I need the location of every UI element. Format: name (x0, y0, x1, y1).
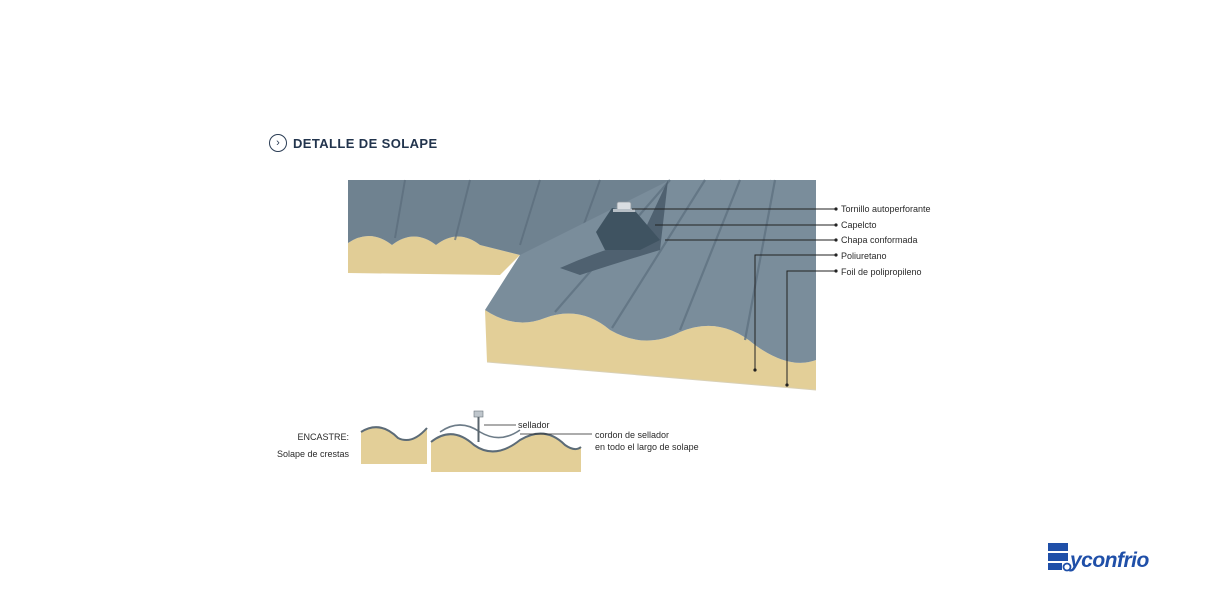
callout-foil: Foil de polipropileno (841, 267, 922, 277)
foam-left (348, 235, 520, 275)
callout-screw: Tornillo autoperforante (841, 204, 931, 214)
overlap-type-label: Solape de crestas (277, 449, 350, 459)
bead-label-1: cordon de sellador (595, 430, 670, 440)
panel-illustration (348, 179, 817, 391)
screw-icon (613, 201, 635, 212)
foam-front (485, 310, 816, 390)
brand-logo-icon (1048, 543, 1072, 572)
encastre-detail (360, 426, 428, 464)
callout-polyurethane: Poliuretano (841, 251, 887, 261)
section-title: DETALLE DE SOLAPE (293, 135, 438, 151)
steel-front (485, 180, 816, 363)
cap-piece (596, 208, 660, 250)
brand-logo: yconfrio (1048, 542, 1149, 572)
sealer-label: sellador (518, 420, 550, 430)
encastre-label: ENCASTRE: (297, 432, 349, 442)
bead-label-2: en todo el largo de solape (595, 442, 699, 452)
brand-logo-text: yconfrio (1070, 549, 1149, 572)
chevron-right-circle-icon: › (269, 134, 287, 152)
overlap-ridge (560, 180, 668, 275)
callout-cap: Capelcto (841, 220, 877, 230)
overlap-detail (430, 410, 592, 472)
callout-leaders (632, 208, 836, 385)
section-header: › DETALLE DE SOLAPE (269, 134, 438, 152)
callout-sheet: Chapa conformada (841, 235, 918, 245)
